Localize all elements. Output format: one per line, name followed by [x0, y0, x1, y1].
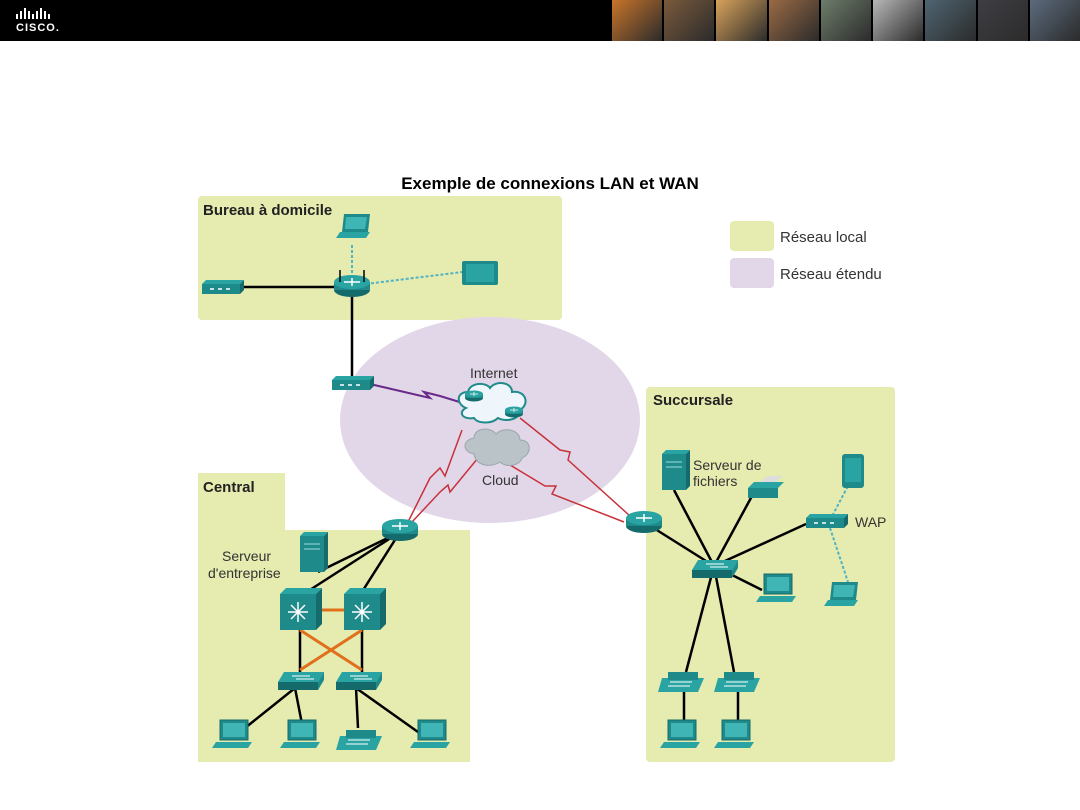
zone-central	[198, 473, 470, 762]
branch-switch-icon	[691, 559, 739, 579]
cisco-logo-icon	[16, 8, 50, 19]
zone-home-office	[198, 196, 562, 320]
central-l3-switch-icon	[279, 587, 323, 631]
legend-swatch-wan	[730, 258, 774, 288]
cloud-label: Cloud	[482, 472, 519, 488]
header-photo	[820, 0, 872, 41]
central-access-switch-icon	[277, 671, 325, 691]
home-tablet-icon	[462, 261, 498, 285]
diagram-title: Exemple de connexions LAN et WAN	[401, 174, 699, 193]
zone-label-home: Bureau à domicile	[203, 202, 333, 219]
zone-label-central: Central	[203, 479, 255, 496]
home-printer-icon	[201, 279, 245, 295]
internet-router-icon	[464, 390, 484, 402]
legend-swatch-lan	[730, 221, 774, 251]
zone-label-branch: Succursale	[653, 392, 734, 409]
internet-label: Internet	[470, 365, 518, 381]
legend-label-lan: Réseau local	[780, 229, 867, 246]
central-l3-switch-icon	[343, 587, 387, 631]
header-photo-strip	[612, 0, 1080, 41]
logo-text: CISCO.	[16, 22, 60, 34]
branch-router-icon	[625, 510, 663, 534]
branch-mobile-icon	[842, 454, 864, 488]
header-photo	[925, 0, 976, 41]
enterprise-server-label-line2: d'entreprise	[208, 565, 281, 581]
central-router-icon	[381, 518, 419, 542]
header-photo	[664, 0, 715, 41]
file-server-label-line2: fichiers	[693, 473, 738, 489]
header-photo	[768, 0, 819, 41]
header-photo	[873, 0, 924, 41]
internet-router-icon	[504, 406, 524, 418]
header-photo	[612, 0, 663, 41]
header-bar: CISCO.	[0, 0, 1080, 41]
dsl-modem-icon	[331, 375, 375, 391]
enterprise-server-label-line1: Serveur	[222, 548, 272, 564]
central-access-switch-icon	[335, 671, 383, 691]
file-server-label-line1: Serveur de	[693, 457, 762, 473]
cloud-icon	[464, 428, 530, 466]
file-server-icon	[661, 449, 691, 491]
legend-label-wan: Réseau étendu	[780, 266, 882, 283]
wap-label: WAP	[855, 514, 887, 530]
header-photo	[1029, 0, 1080, 41]
header-photo	[716, 0, 767, 41]
enterprise-server-icon	[299, 531, 329, 573]
wap-icon	[805, 513, 849, 529]
header-photo	[977, 0, 1028, 41]
